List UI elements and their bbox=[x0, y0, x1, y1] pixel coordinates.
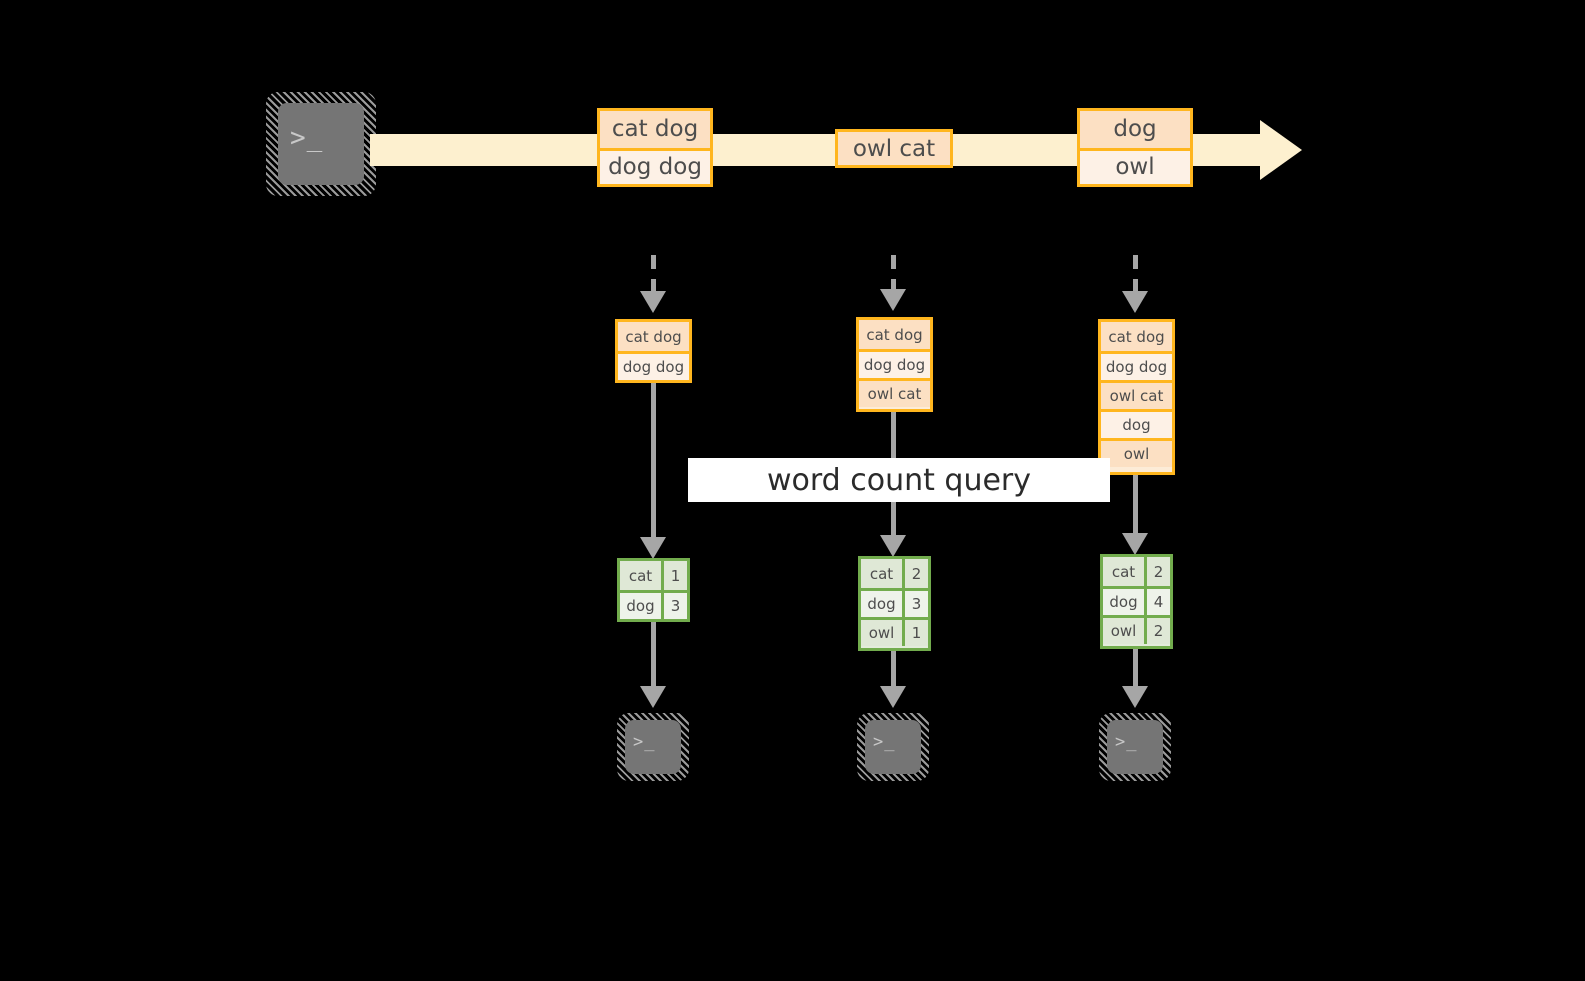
table-row: owl 2 bbox=[1103, 615, 1170, 644]
column-3-input-row: cat dog bbox=[1101, 322, 1172, 351]
table-row: cat 2 bbox=[1103, 557, 1170, 586]
stream-event-group-2[interactable]: owl cat bbox=[835, 129, 953, 168]
table-row: cat 2 bbox=[861, 559, 928, 588]
column-3-sink-line bbox=[1133, 649, 1138, 688]
result-word: dog bbox=[1103, 589, 1147, 615]
result-word: cat bbox=[620, 561, 664, 590]
stream-event-line: cat dog bbox=[600, 111, 710, 148]
query-label-text: word count query bbox=[766, 462, 1032, 498]
column-3-input-row: owl bbox=[1101, 438, 1172, 467]
stream-arrow-head bbox=[1260, 120, 1302, 180]
terminal-prompt-glyph: >_ bbox=[633, 732, 656, 752]
column-2-feed-line bbox=[891, 255, 896, 291]
column-2-sink-line bbox=[891, 651, 896, 688]
column-1-feed-line bbox=[651, 255, 656, 293]
column-3-feed-arrowhead bbox=[1122, 291, 1148, 313]
column-1-sink-line bbox=[651, 622, 656, 688]
source-terminal-icon[interactable]: >_ bbox=[278, 103, 364, 185]
column-3-input-row: dog bbox=[1101, 409, 1172, 438]
column-1-query-arrowhead bbox=[640, 537, 666, 559]
result-count: 3 bbox=[664, 593, 687, 619]
column-1-query-line bbox=[651, 383, 656, 547]
table-row: cat 1 bbox=[620, 561, 687, 590]
column-1-input-row: cat dog bbox=[618, 322, 689, 351]
terminal-prompt-glyph: >_ bbox=[873, 732, 896, 752]
column-2-feed-arrowhead bbox=[880, 289, 906, 311]
terminal-prompt-glyph: >_ bbox=[290, 123, 324, 153]
table-row: dog 4 bbox=[1103, 586, 1170, 615]
result-count: 2 bbox=[1147, 557, 1170, 586]
table-row: owl 1 bbox=[861, 617, 928, 646]
result-count: 4 bbox=[1147, 589, 1170, 615]
result-count: 3 bbox=[905, 591, 928, 617]
column-1-feed-arrowhead bbox=[640, 291, 666, 313]
column-2-input-box[interactable]: cat dog dog dog owl cat bbox=[856, 317, 933, 412]
result-word: cat bbox=[1103, 557, 1147, 586]
result-count: 2 bbox=[1147, 618, 1170, 644]
result-word: dog bbox=[620, 593, 664, 619]
column-3-input-row: dog dog bbox=[1101, 351, 1172, 380]
column-3-query-line bbox=[1133, 475, 1138, 543]
column-1-sink-arrowhead bbox=[640, 686, 666, 708]
table-row: dog 3 bbox=[861, 588, 928, 617]
column-2-input-row: owl cat bbox=[859, 378, 930, 407]
result-word: owl bbox=[861, 620, 905, 646]
result-word: cat bbox=[861, 559, 905, 588]
column-3-sink-terminal-icon[interactable]: >_ bbox=[1107, 720, 1163, 774]
column-2-sink-arrowhead bbox=[880, 686, 906, 708]
column-3-sink-arrowhead bbox=[1122, 686, 1148, 708]
stream-event-line: dog dog bbox=[600, 147, 710, 184]
column-3-input-row: owl cat bbox=[1101, 380, 1172, 409]
column-3-result-table[interactable]: cat 2 dog 4 owl 2 bbox=[1100, 554, 1173, 649]
column-2-result-table[interactable]: cat 2 dog 3 owl 1 bbox=[858, 556, 931, 651]
result-word: owl bbox=[1103, 618, 1147, 644]
column-1-result-table[interactable]: cat 1 dog 3 bbox=[617, 558, 690, 622]
column-1-input-box[interactable]: cat dog dog dog bbox=[615, 319, 692, 383]
column-2-input-row: dog dog bbox=[859, 349, 930, 378]
column-1-input-row: dog dog bbox=[618, 351, 689, 380]
stream-event-group-1[interactable]: cat dog dog dog bbox=[597, 108, 713, 187]
stream-event-line: owl cat bbox=[838, 132, 950, 165]
result-count: 2 bbox=[905, 559, 928, 588]
result-word: dog bbox=[861, 591, 905, 617]
column-3-feed-line bbox=[1133, 255, 1138, 293]
column-2-input-row: cat dog bbox=[859, 320, 930, 349]
column-2-query-arrowhead bbox=[880, 535, 906, 557]
terminal-prompt-glyph: >_ bbox=[1115, 732, 1138, 752]
stream-event-group-3[interactable]: dog owl bbox=[1077, 108, 1193, 187]
stream-event-line: owl bbox=[1080, 147, 1190, 184]
result-count: 1 bbox=[905, 620, 928, 646]
table-row: dog 3 bbox=[620, 590, 687, 619]
column-3-query-arrowhead bbox=[1122, 533, 1148, 555]
result-count: 1 bbox=[664, 561, 687, 590]
column-1-sink-terminal-icon[interactable]: >_ bbox=[625, 720, 681, 774]
column-2-sink-terminal-icon[interactable]: >_ bbox=[865, 720, 921, 774]
stream-event-line: dog bbox=[1080, 111, 1190, 148]
column-3-input-box[interactable]: cat dog dog dog owl cat dog owl bbox=[1098, 319, 1175, 475]
query-label-band: word count query bbox=[688, 458, 1110, 502]
